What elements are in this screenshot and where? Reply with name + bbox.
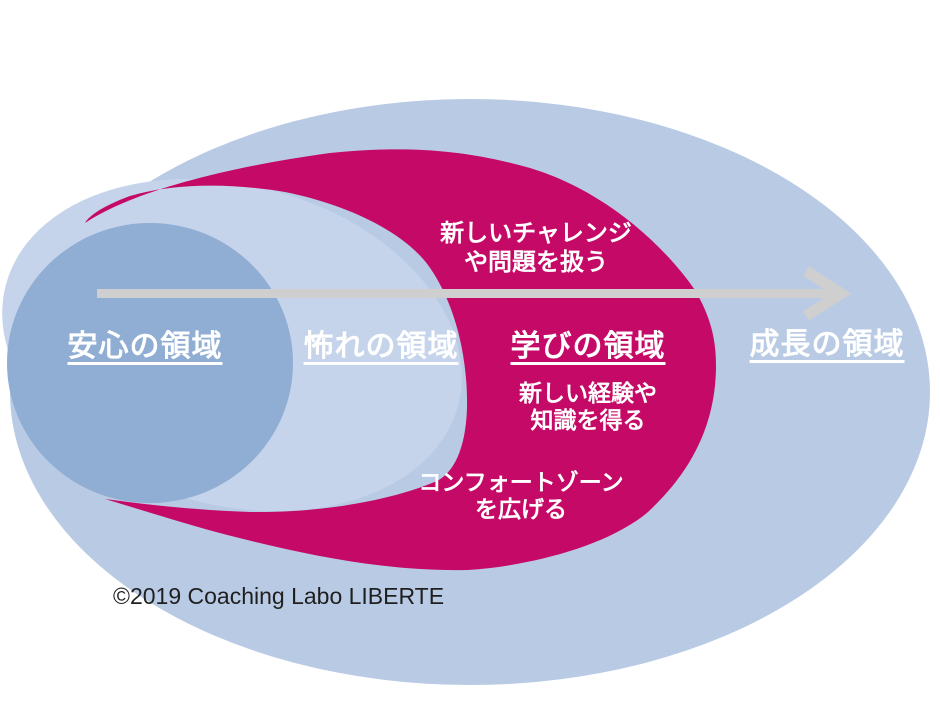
learning-zone-crescent [85, 149, 716, 571]
annotation-new-challenges-line1: 新しいチャレンジ [440, 220, 632, 247]
annotation-new-challenges-line2: や問題を扱う [463, 249, 608, 276]
copyright-text: ©2019 Coaching Labo LIBERTE [113, 583, 445, 609]
zone-label-learning: 学びの領域 [510, 330, 666, 363]
annotation-new-challenges: 新しいチャレンジ や問題を扱う [440, 219, 632, 277]
annotation-expand-comfort-zone: コンフォートゾーン を広げる [418, 469, 623, 523]
growth-arrow-head [803, 266, 852, 321]
zone-label-growth: 成長の領域 [749, 328, 905, 361]
annotation-expand-comfort-zone-line1: コンフォートゾーン [418, 469, 624, 495]
zone-label-fear: 怖れの領域 [303, 330, 459, 363]
safety-zone-ellipse [7, 223, 293, 503]
annotation-new-experience-line2: 知識を得る [530, 407, 646, 433]
annotation-new-experience: 新しい経験や 知識を得る [519, 380, 657, 434]
annotation-expand-comfort-zone-line2: を広げる [474, 496, 567, 522]
zone-label-safety: 安心の領域 [67, 330, 223, 363]
growth-arrow-shaft [97, 289, 837, 298]
annotation-new-experience-line1: 新しい経験や [519, 380, 657, 406]
